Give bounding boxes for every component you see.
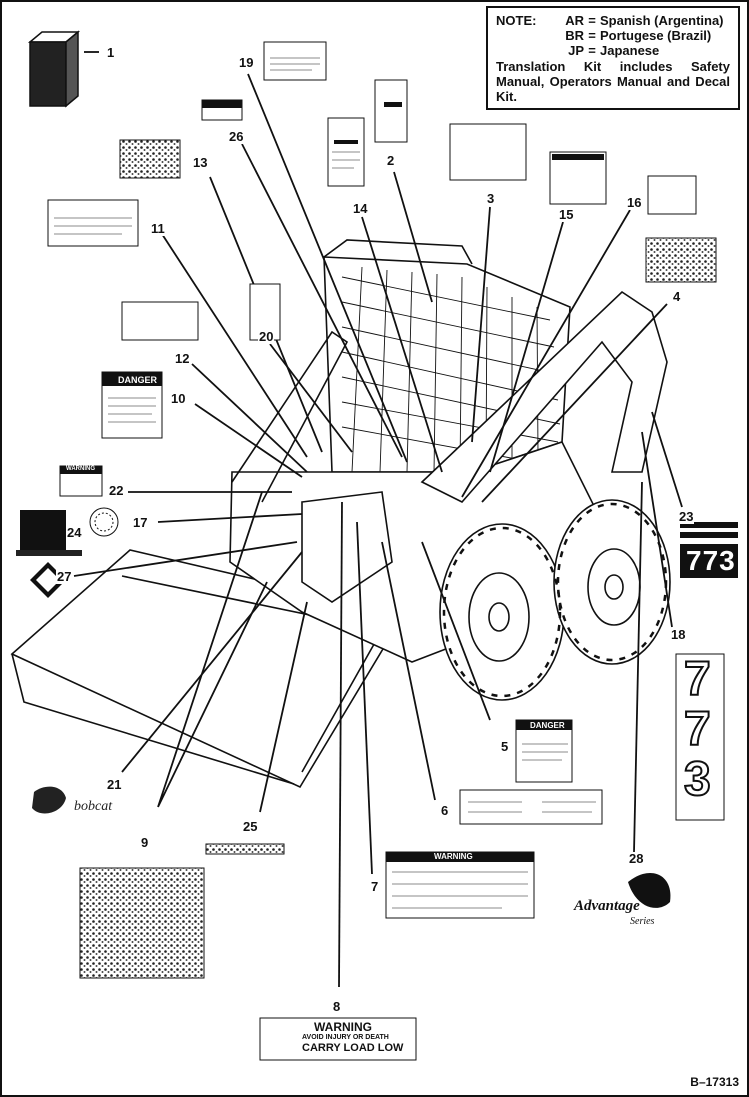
model-773-decal: [680, 544, 738, 578]
speckled-decal: [645, 237, 717, 283]
callout-27: 27: [56, 569, 73, 584]
note-row: JP = Japanese: [496, 43, 730, 58]
manual-bundle: [27, 30, 81, 108]
decal-small: [647, 175, 697, 215]
advantage-bird: [628, 872, 671, 908]
note-label: NOTE:: [496, 13, 537, 28]
callout-23: 23: [678, 509, 695, 524]
callout-22: 22: [108, 483, 125, 498]
model-digit: 3: [683, 752, 712, 807]
carry-load-line2: CARRY LOAD LOW: [302, 1042, 404, 1054]
decal-fold: [459, 789, 603, 825]
note-lang: Japanese: [600, 43, 660, 58]
speckled-decal: [119, 139, 181, 179]
note-eq: =: [588, 13, 596, 28]
callout-26: 26: [228, 129, 245, 144]
document-number: B–17313: [690, 1075, 739, 1089]
decal-carry-load: [259, 1017, 417, 1061]
note-text: Translation Kit includes Safety Manual, …: [496, 59, 730, 104]
callout-5: 5: [500, 739, 510, 754]
decal-small: [374, 79, 408, 143]
callout-4: 4: [672, 289, 682, 304]
callout-28: 28: [628, 851, 645, 866]
danger-decal-label: DANGER: [118, 375, 158, 385]
callout-11: 11: [150, 221, 166, 236]
note-row: NOTE: AR = Spanish (Argentina): [496, 13, 730, 28]
note-code: JP: [568, 43, 584, 58]
danger-decal-label: DANGER: [530, 721, 565, 730]
note-row: BR = Portugese (Brazil): [496, 28, 730, 43]
tire-tread: [442, 502, 668, 698]
stripe-decal: [680, 522, 738, 528]
callout-24: 24: [66, 525, 83, 540]
callout-10: 10: [170, 391, 187, 406]
callout-6: 6: [440, 803, 450, 818]
decal-small: [449, 123, 527, 181]
rear-tire: [553, 499, 671, 665]
model-number-decal: 773: [686, 545, 736, 576]
callout-25: 25: [242, 819, 259, 834]
lift-arm: [420, 290, 668, 503]
callout-18: 18: [670, 627, 687, 642]
front-tire-rim: [468, 572, 530, 662]
note-box: NOTE: AR = Spanish (Argentina) BR = Port…: [486, 6, 740, 110]
speckled-decal: [79, 867, 205, 979]
note-eq: =: [588, 43, 596, 58]
logo-decal-24: [20, 510, 66, 550]
callout-17: 17: [132, 515, 149, 530]
callout-20: 20: [258, 329, 275, 344]
callout-15: 15: [558, 207, 575, 222]
callout-7: 7: [370, 879, 380, 894]
warning-panel-label: WARNING: [434, 852, 473, 861]
callout-1: 1: [106, 45, 116, 60]
note-lang: Spanish (Argentina): [600, 13, 724, 28]
front-tire: [439, 523, 565, 701]
note-code: AR: [565, 13, 584, 28]
bucket-edge: [11, 653, 295, 785]
decal-warning-panel: [385, 851, 535, 919]
svg-text:bobcat: bobcat: [74, 799, 113, 814]
leader-lines: [73, 51, 683, 988]
decal-rated-capacity: [47, 199, 139, 247]
note-lang: Portugese (Brazil): [600, 28, 712, 43]
decal-speed: [121, 301, 199, 341]
decal-operation-instructions: [263, 41, 327, 81]
speckled-strip: [205, 843, 285, 855]
warning-decal-label: WARNING: [66, 466, 95, 472]
advantage-sub: Series: [630, 916, 655, 927]
note-code: BR: [565, 28, 584, 43]
cab-roof: [323, 239, 473, 265]
lift-arm-left: [231, 330, 349, 503]
callout-12: 12: [174, 351, 191, 366]
cab-grid: [341, 266, 561, 473]
side-panel: [301, 491, 393, 603]
carry-load-line1: AVOID INJURY OR DEATH: [302, 1034, 389, 1041]
callout-19: 19: [238, 55, 255, 70]
model-digit: 7: [683, 702, 712, 757]
callout-13: 13: [192, 155, 209, 170]
seal-decal: [89, 507, 119, 537]
brand-logo: [32, 786, 66, 814]
carry-load-warning-title: WARNING: [314, 1020, 372, 1034]
decal-small: [549, 151, 607, 205]
advantage-title: Advantage: [574, 898, 640, 914]
callout-14: 14: [352, 201, 369, 216]
decal-danger-5: [515, 719, 573, 783]
model-digit: 7: [683, 652, 712, 707]
callout-8: 8: [332, 999, 342, 1014]
callout-3: 3: [486, 191, 496, 206]
callout-16: 16: [626, 195, 643, 210]
model-digits-decal: [675, 653, 725, 821]
callout-9: 9: [140, 835, 150, 850]
note-eq: =: [588, 28, 596, 43]
callout-2: 2: [386, 153, 396, 168]
callout-21: 21: [106, 777, 123, 792]
